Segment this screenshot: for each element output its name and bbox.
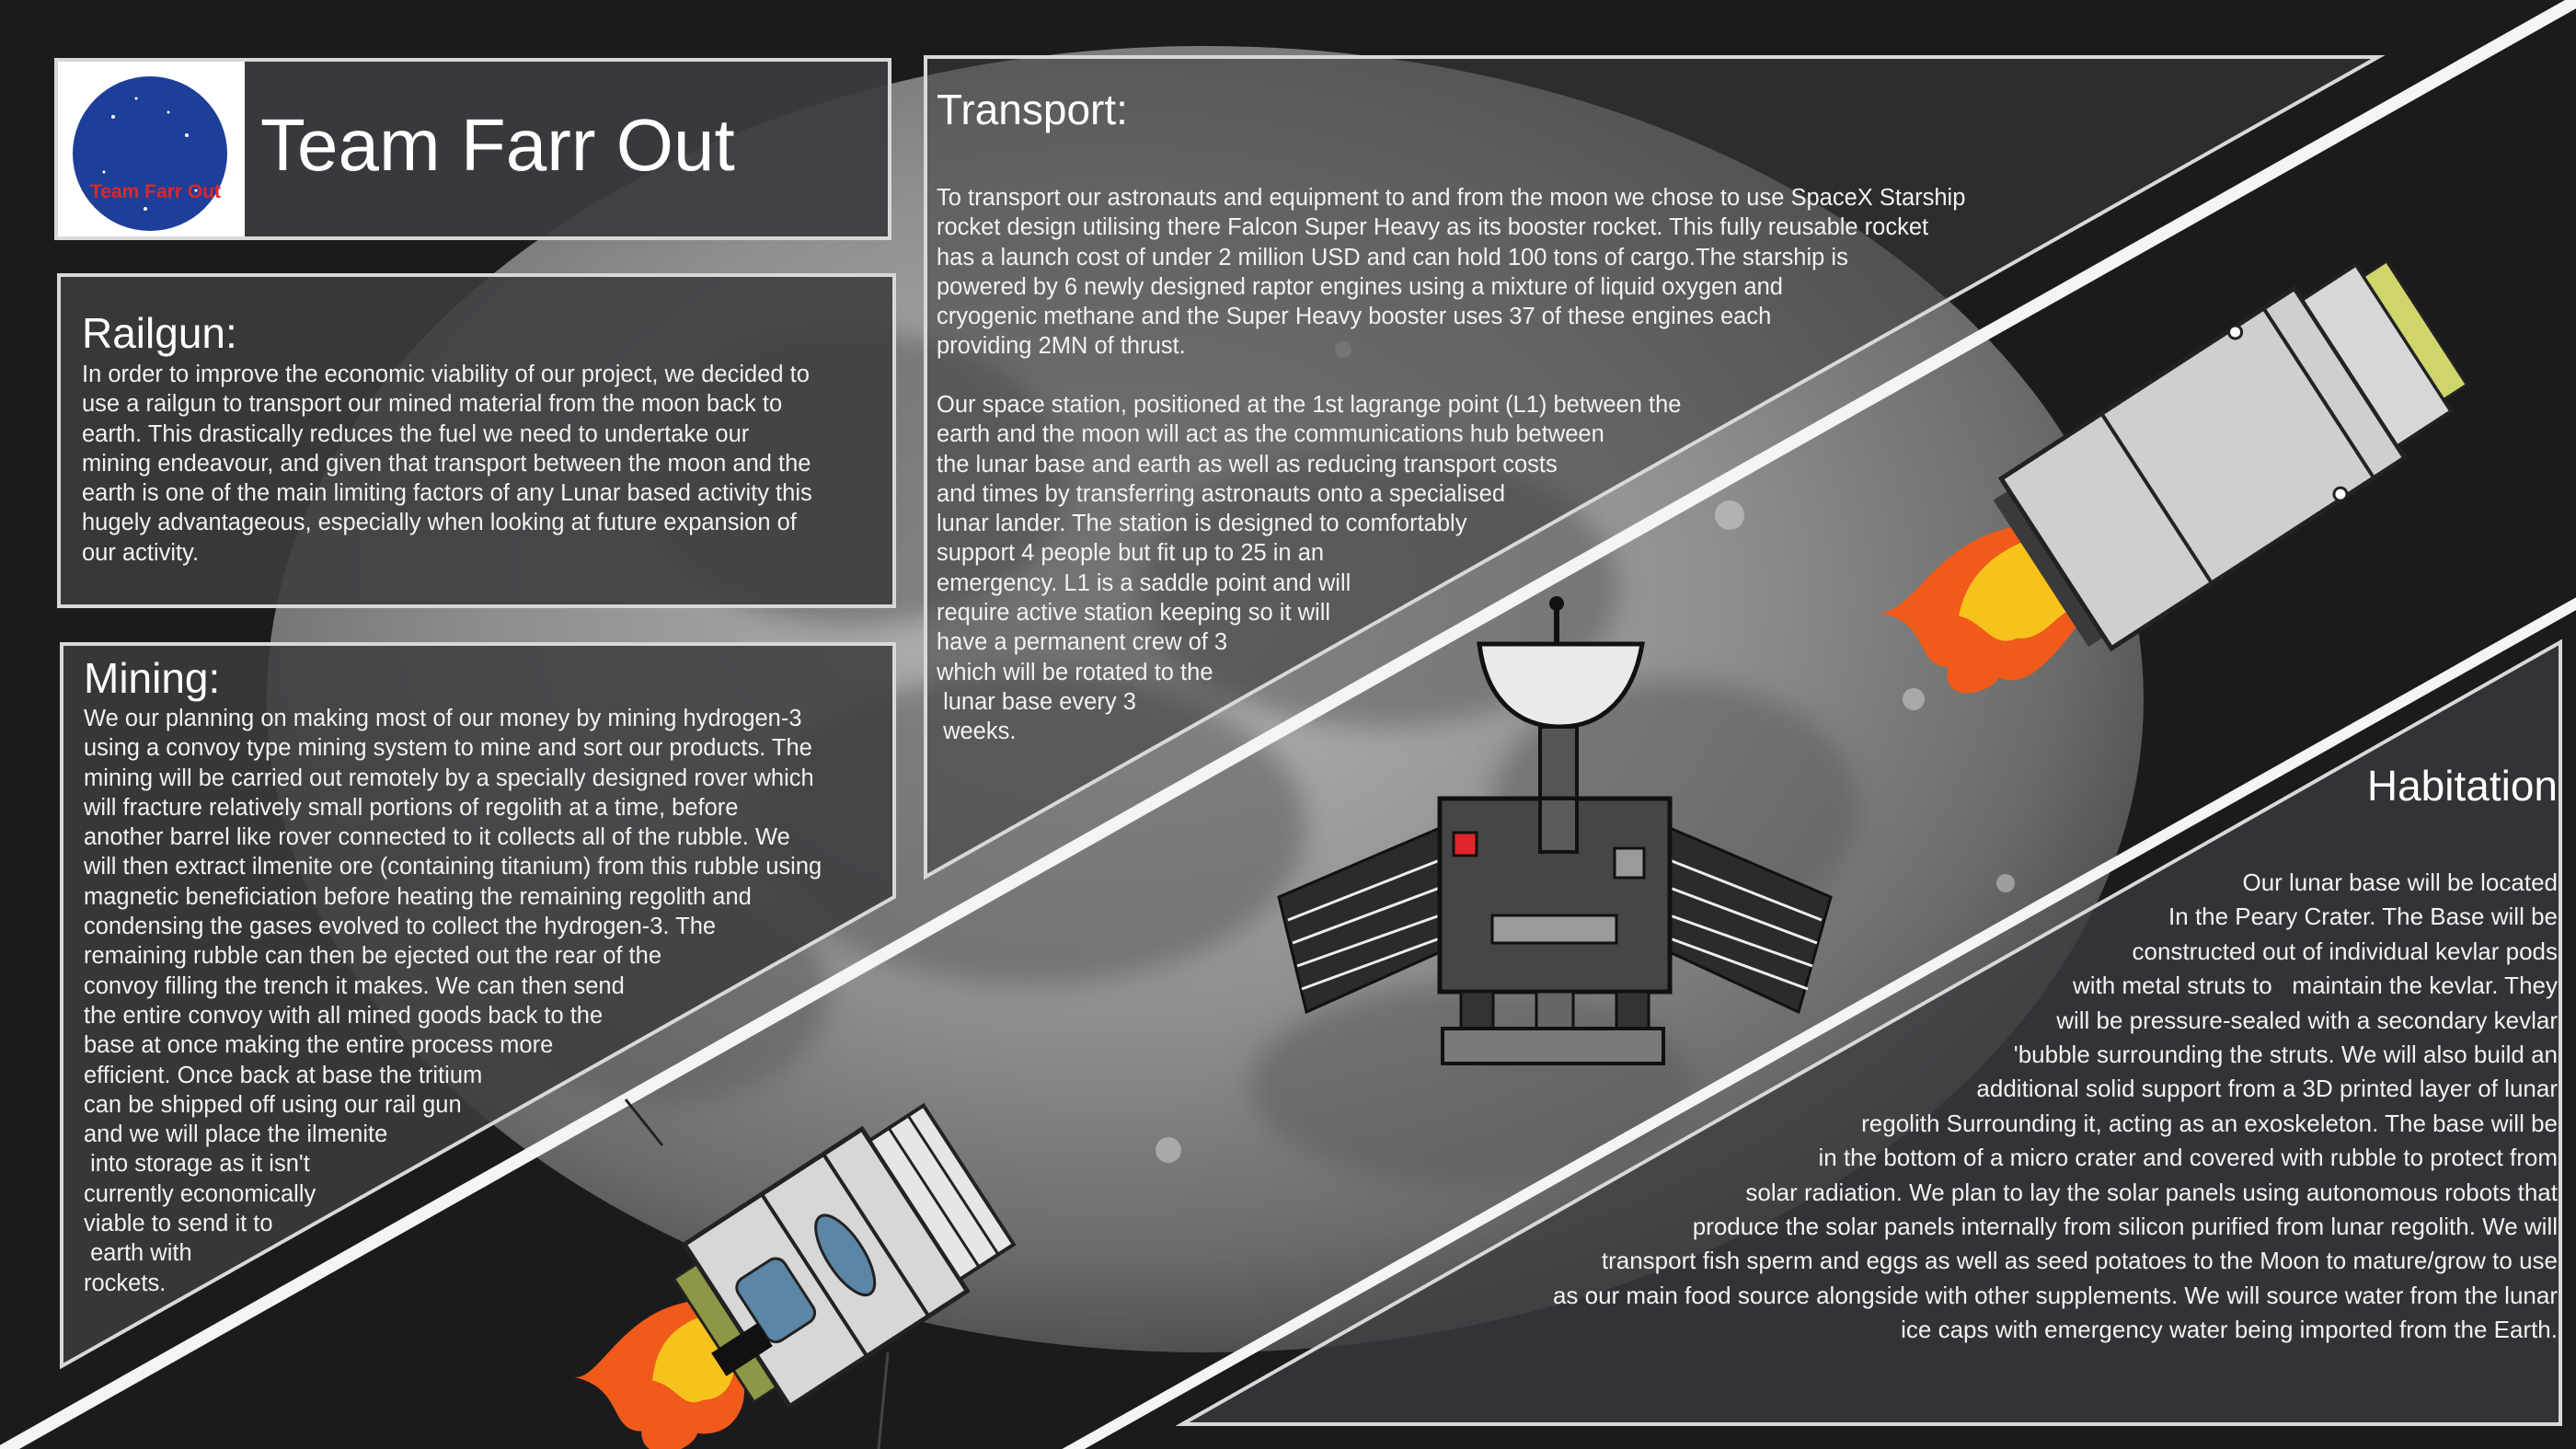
mining-line: efficient. Once back at base the tritium	[84, 1062, 483, 1088]
mining-line: magnetic beneficiation before heating th…	[84, 883, 752, 910]
mining-heading: Mining:	[84, 654, 221, 702]
mining-line: currently economically	[84, 1180, 316, 1207]
mining-line: using a convoy type mining system to min…	[84, 735, 812, 762]
railgun-line: In order to improve the economic viabili…	[82, 362, 810, 387]
transport-line: lunar lander. The station is designed to…	[937, 511, 1467, 537]
transport-line: and times by transferring astronauts ont…	[937, 480, 1506, 507]
railgun-heading: Railgun:	[82, 309, 237, 357]
mining-line: the entire convoy with all mined goods b…	[84, 1002, 604, 1029]
team-name: Team Farr Out	[260, 104, 735, 186]
habitation-line: Our lunar base will be located	[2242, 868, 2558, 896]
transport-line: rocket design utilising there Falcon Sup…	[937, 214, 1929, 241]
transport-line: the lunar base and earth as well as redu…	[937, 451, 1558, 477]
transport-line: require active station keeping so it wil…	[937, 600, 1331, 627]
habitation-heading: Habitation	[2366, 762, 2558, 810]
mining-line: will fracture relatively small portions …	[84, 794, 739, 821]
mining-line: earth with	[84, 1240, 192, 1267]
habitation-line: transport fish sperm and eggs as well as…	[1601, 1247, 2558, 1275]
railgun-line: use a railgun to transport our mined mat…	[82, 391, 783, 418]
mining-line: rockets.	[84, 1270, 167, 1296]
railgun-line: earth is one of the main limiting factor…	[82, 480, 812, 507]
transport-line: providing 2MN of thrust.	[937, 333, 1186, 360]
transport-line: lunar base every 3	[937, 688, 1136, 715]
habitation-line: additional solid support from a 3D print…	[1976, 1075, 2558, 1103]
title-box: Team Farr Out Team Farr Out	[54, 58, 891, 240]
mining-line: into storage as it isn't	[84, 1151, 310, 1178]
transport-line: Our space station, positioned at the 1st…	[937, 392, 1682, 418]
habitation-line: as our main food source alongside with o…	[1552, 1281, 2558, 1309]
railgun-line: earth. This drastically reduces the fuel…	[82, 420, 750, 447]
transport-line: which will be rotated to the	[937, 659, 1213, 685]
habitation-line: ice caps with emergency water being impo…	[1901, 1316, 2558, 1344]
habitation-line: 'bubble surrounding the struts. We will …	[2013, 1041, 2558, 1069]
habitation-line: in the bottom of a micro crater and cove…	[1818, 1144, 2559, 1172]
railgun-box	[57, 273, 896, 608]
transport-line: powered by 6 newly designed raptor engin…	[937, 273, 1783, 300]
habitation-line: constructed out of individual kevlar pod…	[2132, 937, 2559, 965]
transport-line: To transport our astronauts and equipmen…	[937, 185, 1966, 211]
transport-heading: Transport:	[937, 86, 1128, 133]
habitation-line: will be pressure-sealed with a secondary…	[2056, 1006, 2558, 1034]
mining-line: and we will place the ilmenite	[84, 1121, 388, 1148]
mining-line: base at once making the entire process m…	[84, 1032, 554, 1059]
habitation-line: solar radiation. We plan to lay the sola…	[1745, 1178, 2558, 1206]
railgun-line: our activity.	[82, 539, 200, 566]
habitation-text: Our lunar base will be located In the Pea…	[1178, 866, 2558, 1348]
transport-line: support 4 people but fit up to 25 in an	[937, 540, 1325, 567]
transport-line: has a launch cost of under 2 million USD…	[937, 244, 1848, 270]
habitation-line: with metal struts to maintain the kevlar…	[2073, 972, 2558, 1000]
transport-line: earth and the moon will act as the commu…	[937, 421, 1604, 448]
mining-line: condensing the gases evolved to collect …	[84, 914, 717, 940]
railgun-line: mining endeavour, and given that transpo…	[82, 450, 811, 477]
team-logo-planet-icon	[73, 74, 243, 232]
transport-line: cryogenic methane and the Super Heavy bo…	[937, 304, 1772, 330]
mining-line: will then extract ilmenite ore (containi…	[84, 854, 822, 880]
mining-text: We our planning on making most of our mo…	[84, 704, 893, 1298]
transport-line: emergency. L1 is a saddle point and will	[937, 569, 1351, 596]
transport-line: weeks.	[937, 719, 1017, 745]
transport-paragraph-1: To transport our astronauts and equipmen…	[937, 183, 2077, 362]
mining-line: can be shipped off using our rail gun	[84, 1091, 462, 1118]
habitation-line: produce the solar panels internally from…	[1692, 1213, 2558, 1241]
mining-line: another barrel like rover connected to i…	[84, 824, 790, 851]
mining-line: mining will be carried out remotely by a…	[84, 765, 814, 791]
logo-text: Team Farr Out	[90, 181, 221, 202]
transport-line: have a permanent crew of 3	[937, 629, 1228, 656]
logo-tile: Team Farr Out	[58, 62, 245, 236]
mining-line: convoy filling the trench it makes. We c…	[84, 972, 625, 999]
mining-line: viable to send it to	[84, 1211, 273, 1237]
railgun-line: hugely advantageous, especially when loo…	[82, 510, 797, 536]
mining-line: We our planning on making most of our mo…	[84, 706, 802, 731]
habitation-line: In the Peary Crater. The Base will be	[2168, 903, 2558, 931]
habitation-line: regolith Surrounding it, acting as an ex…	[1861, 1109, 2558, 1137]
transport-paragraph-2: Our space station, positioned at the 1st…	[937, 390, 1857, 747]
mining-line: remaining rubble can then be ejected out…	[84, 943, 661, 970]
railgun-text: In order to improve the economic viabili…	[82, 360, 882, 568]
